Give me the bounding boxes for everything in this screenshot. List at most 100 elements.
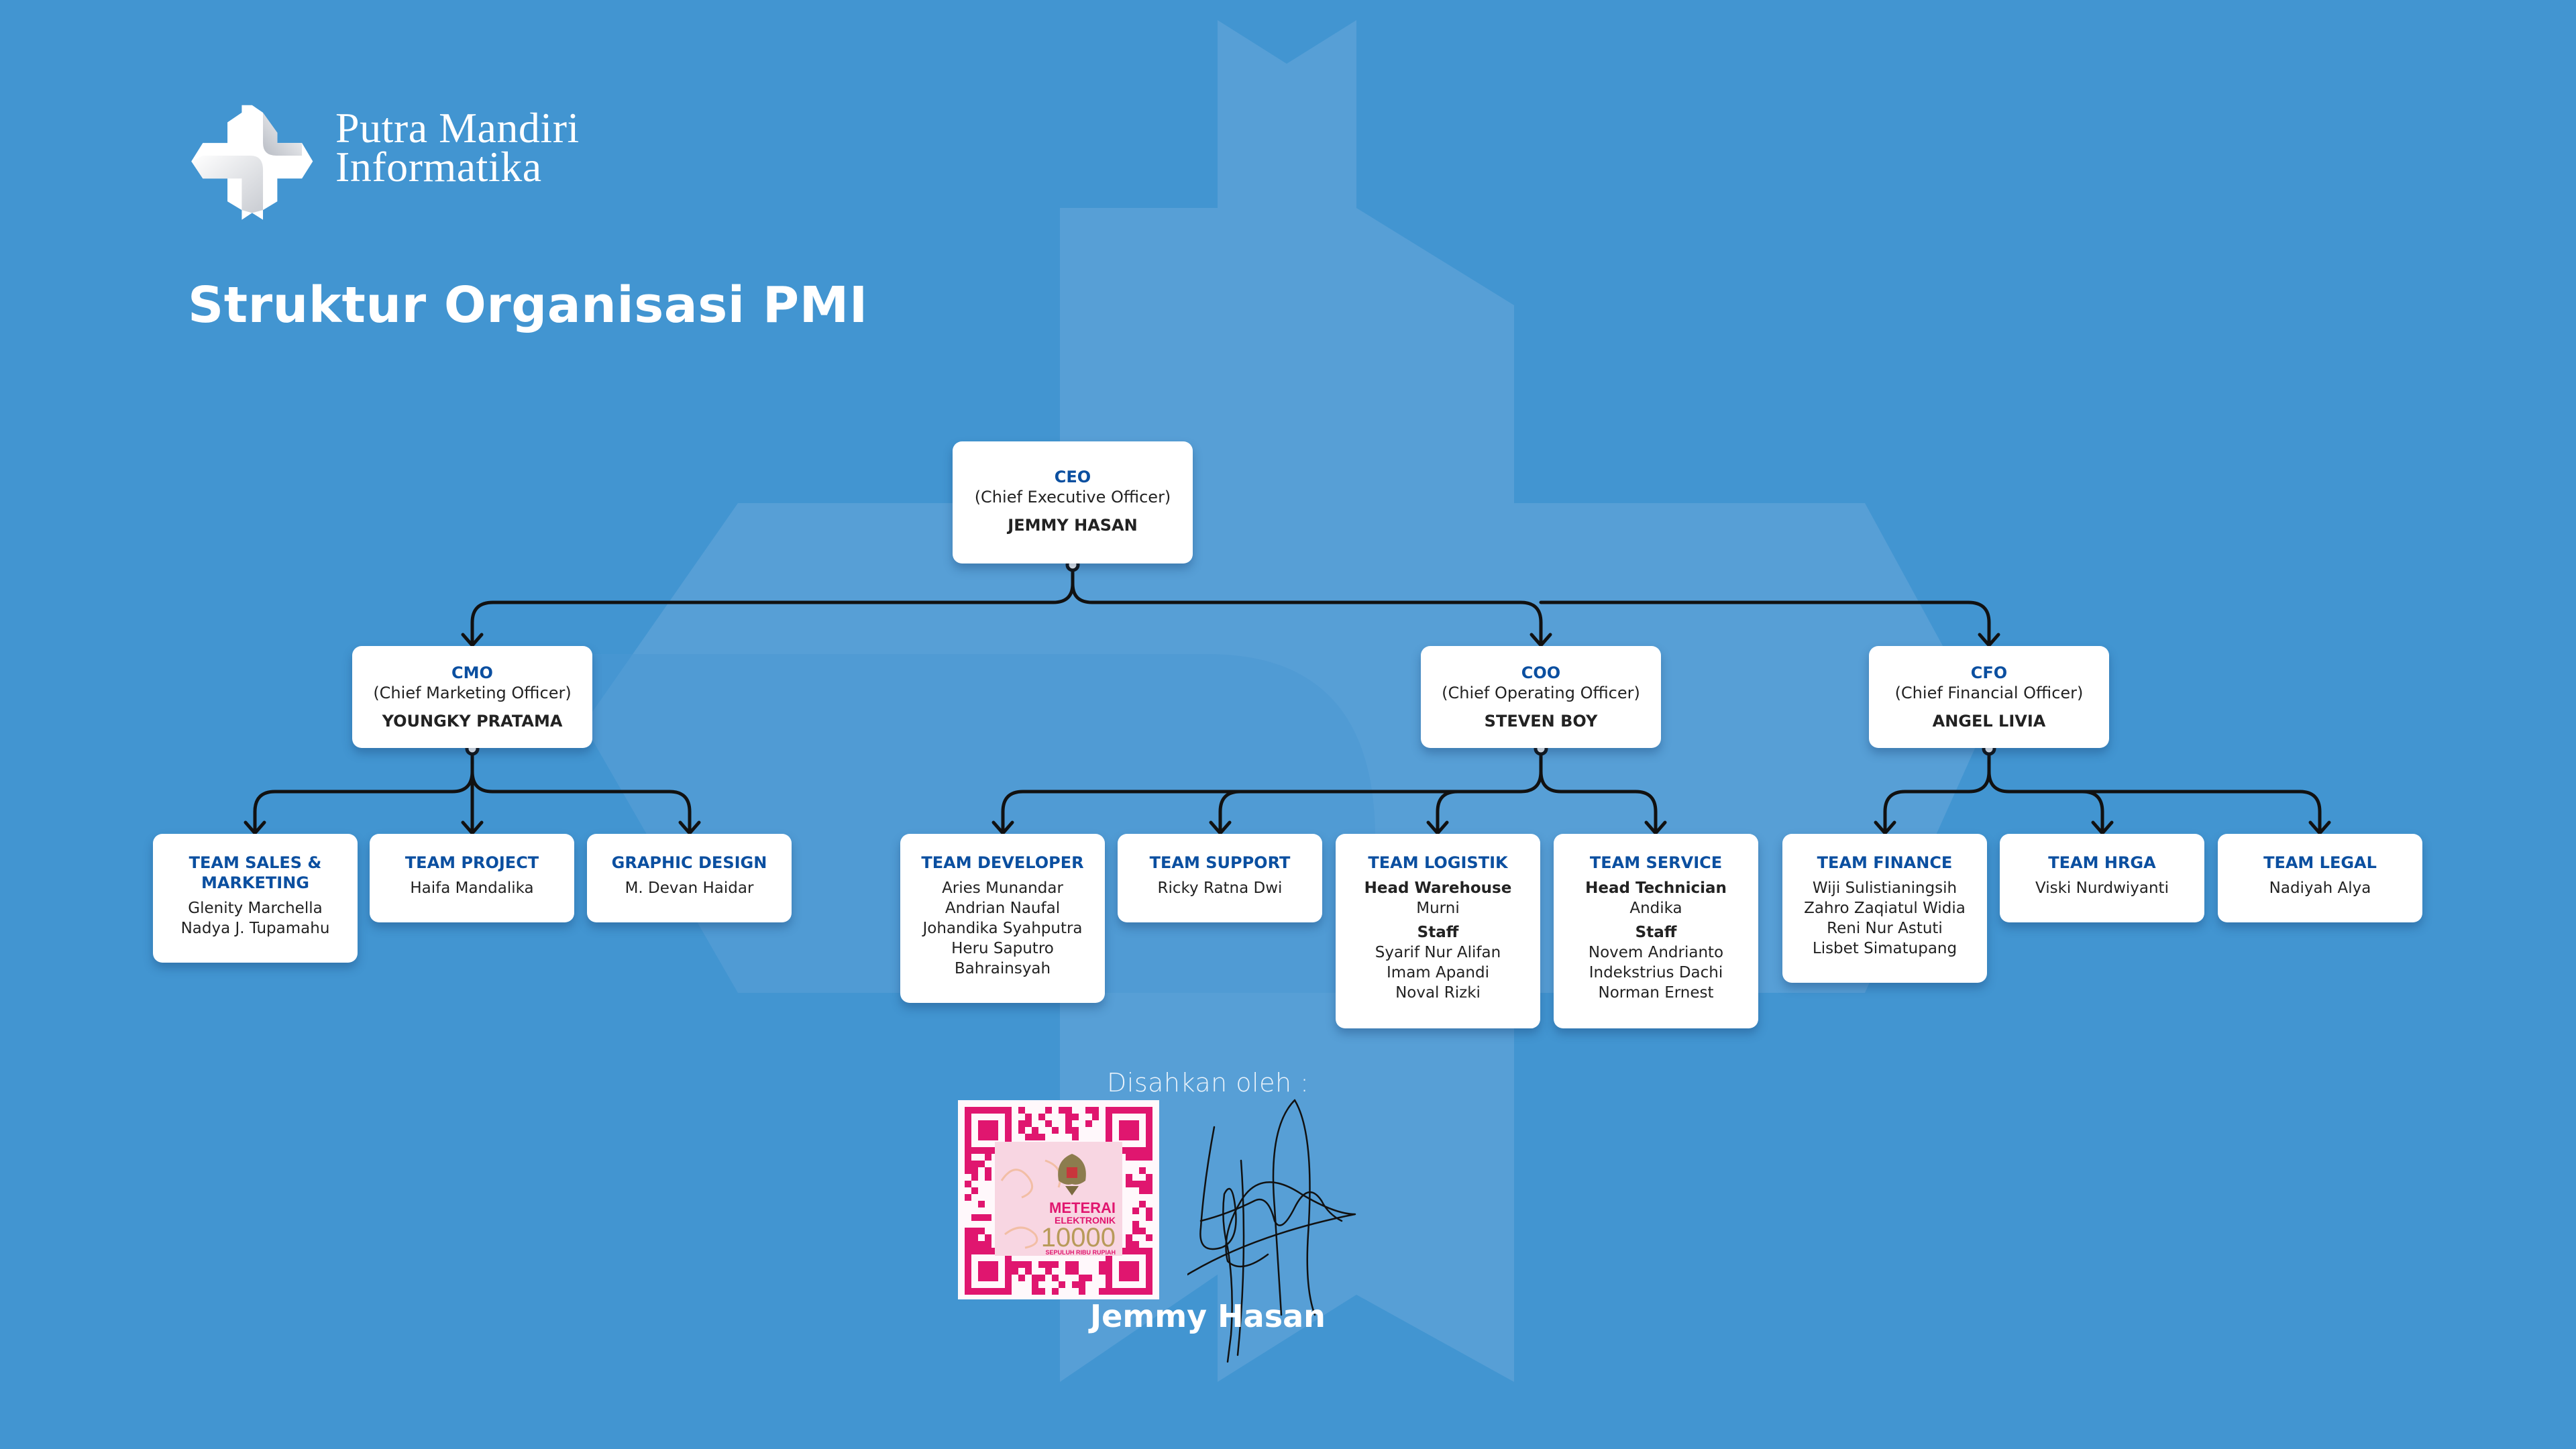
qr-module: [1146, 1154, 1152, 1161]
node-role: COO: [1521, 663, 1561, 682]
qr-finder: [1106, 1107, 1152, 1154]
qr-module: [1132, 1154, 1139, 1161]
qr-module: [1038, 1288, 1045, 1295]
qr-module: [1085, 1107, 1092, 1114]
member-name: Noval Rizki: [1395, 984, 1481, 1002]
qr-finder-center: [978, 1120, 998, 1140]
node-role: CFO: [1970, 663, 2008, 682]
qr-module: [985, 1154, 991, 1161]
qr-module: [1072, 1281, 1079, 1288]
qr-module: [1139, 1181, 1146, 1187]
qr-module: [1139, 1228, 1146, 1234]
qr-module: [1139, 1187, 1146, 1194]
node-title: (Chief Executive Officer): [974, 488, 1171, 506]
team-members: Haifa Mandalika: [370, 878, 574, 898]
qr-module: [965, 1181, 971, 1187]
qr-module: [1018, 1261, 1025, 1268]
company-logo-icon: [191, 105, 313, 220]
qr-module: [965, 1241, 971, 1248]
qr-module: [1079, 1275, 1085, 1281]
qr-module: [1132, 1208, 1139, 1214]
qr-module: [1032, 1127, 1038, 1134]
member-name: Johandika Syahputra: [922, 920, 1083, 937]
qr-module: [1146, 1187, 1152, 1194]
org-node-team-hrga: TEAM HRGA Viski Nurdwiyanti: [2000, 834, 2204, 922]
qr-module: [978, 1214, 985, 1221]
org-node-cfo: CFO (Chief Financial Officer) ANGEL LIVI…: [1869, 646, 2109, 748]
qr-code-pattern: [965, 1107, 1152, 1295]
qr-module: [1052, 1275, 1059, 1281]
node-title: (Chief Financial Officer): [1894, 684, 2084, 702]
team-name: TEAM HRGA: [2048, 853, 2156, 872]
team-members: Viski Nurdwiyanti: [2000, 878, 2204, 898]
team-members: Ricky Ratna Dwi: [1118, 878, 1322, 898]
org-node-team-developer: TEAM DEVELOPER Aries Munandar Andrian Na…: [900, 834, 1105, 1003]
qr-module: [1139, 1154, 1146, 1161]
qr-module: [1099, 1261, 1106, 1268]
qr-module: [965, 1161, 971, 1167]
team-members: Head Technician Andika Staff Novem Andri…: [1554, 878, 1758, 1003]
qr-module: [1126, 1174, 1132, 1181]
team-members: Wiji Sulistianingsih Zahro Zaqiatul Widi…: [1782, 878, 1987, 959]
qr-module: [1052, 1261, 1059, 1268]
qr-module: [1052, 1288, 1059, 1295]
team-members: Glenity Marchella Nadya J. Tupamahu: [153, 898, 358, 938]
qr-module: [1045, 1120, 1052, 1127]
member-name: Wiji Sulistianingsih: [1812, 879, 1957, 897]
qr-module: [1085, 1275, 1092, 1281]
qr-module: [1072, 1268, 1079, 1275]
node-name: ANGEL LIVIA: [1932, 712, 2046, 731]
qr-module: [1065, 1107, 1072, 1114]
head-label: Head Warehouse: [1364, 879, 1512, 897]
qr-module: [1126, 1234, 1132, 1241]
qr-module: [1146, 1214, 1152, 1221]
qr-module: [1025, 1120, 1032, 1127]
qr-module: [965, 1234, 971, 1241]
team-name: TEAM SERVICE: [1589, 853, 1723, 872]
signer-name: Jemmy Hasan: [1090, 1298, 1326, 1334]
qr-module: [1099, 1268, 1106, 1275]
node-name: JEMMY HASAN: [1008, 516, 1138, 535]
qr-module: [1092, 1107, 1099, 1114]
org-node-coo: COO (Chief Operating Officer) STEVEN BOY: [1421, 646, 1661, 748]
org-node-team-logistik: TEAM LOGISTIK Head Warehouse Murni Staff…: [1336, 834, 1540, 1028]
qr-finder-center: [1119, 1261, 1139, 1281]
qr-module: [1025, 1261, 1032, 1268]
qr-module: [1038, 1261, 1045, 1268]
member-name: Norman Ernest: [1598, 984, 1714, 1002]
node-title: (Chief Marketing Officer): [373, 684, 572, 702]
org-node-team-support: TEAM SUPPORT Ricky Ratna Dwi: [1118, 834, 1322, 922]
member-name: Nadya J. Tupamahu: [180, 920, 330, 937]
org-node-team-service: TEAM SERVICE Head Technician Andika Staf…: [1554, 834, 1758, 1028]
qr-module: [1018, 1127, 1025, 1134]
org-node-ceo: CEO (Chief Executive Officer) JEMMY HASA…: [953, 441, 1193, 564]
qr-module: [1045, 1261, 1052, 1268]
member-name: Ricky Ratna Dwi: [1157, 879, 1283, 897]
stamp-line1: METERAI: [1049, 1199, 1116, 1216]
team-name: TEAM SUPPORT: [1149, 853, 1291, 872]
qr-module: [1045, 1107, 1052, 1114]
head-name: Murni: [1416, 900, 1460, 917]
brand-name: Putra Mandiri Informatika: [335, 107, 580, 189]
qr-module: [1079, 1281, 1085, 1288]
org-node-cmo: CMO (Chief Marketing Officer) YOUNGKY PR…: [352, 646, 592, 748]
qr-module: [1032, 1134, 1038, 1140]
member-name: Aries Munandar: [942, 879, 1063, 897]
qr-module: [1092, 1114, 1099, 1120]
member-name: M. Devan Haidar: [625, 879, 754, 897]
qr-module: [971, 1161, 978, 1167]
approval-label: Disahkan oleh :: [1107, 1068, 1309, 1097]
qr-module: [978, 1161, 985, 1167]
member-name: Bahrainsyah: [954, 960, 1051, 977]
qr-module: [965, 1167, 971, 1174]
qr-module: [1132, 1241, 1139, 1248]
signature-icon: [1187, 1099, 1356, 1363]
garuda-emblem-icon: [1058, 1154, 1086, 1195]
qr-module: [1126, 1154, 1132, 1161]
qr-module: [1018, 1275, 1025, 1281]
qr-module: [1132, 1221, 1139, 1228]
qr-module: [1038, 1134, 1045, 1140]
qr-module: [1126, 1241, 1132, 1248]
qr-finder: [965, 1107, 1012, 1154]
qr-module: [1132, 1228, 1139, 1234]
